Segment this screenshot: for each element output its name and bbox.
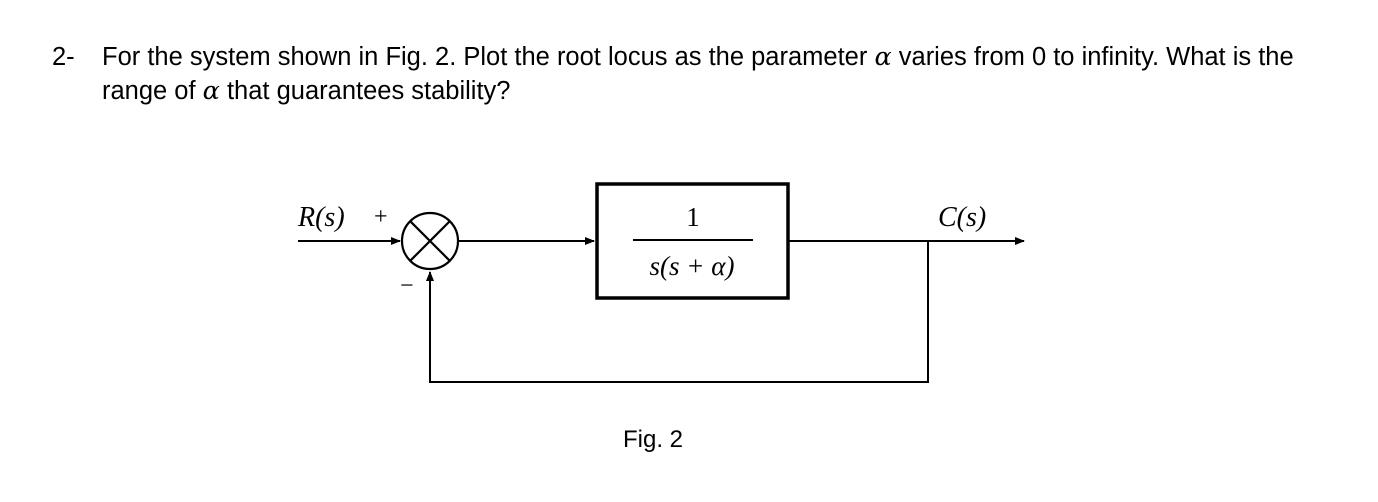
tf-numerator: 1 [686,202,700,232]
figure-caption: Fig. 2 [623,426,684,453]
question-text-part-3: that guarantees stability? [219,77,511,105]
question-text: For the system shown in Fig. 2. Plot the… [102,40,1352,108]
input-label: R(s) [297,202,345,233]
minus-sign: − [400,273,414,299]
output-label: C(s) [938,202,986,233]
feedback-path [426,241,929,383]
question-text-part-2: varies from 0 to infinity. What is the r… [102,43,1294,105]
summing-junction [400,211,460,271]
alpha-symbol: α [202,76,220,106]
question: 2- For the system shown in Fig. 2. Plot … [52,40,1352,108]
alpha-symbol: α [874,42,892,72]
question-number: 2- [52,43,75,71]
tf-denominator: s(s + α) [650,251,735,281]
question-text-part-1: For the system shown in Fig. 2. Plot the… [102,43,875,71]
plus-sign: + [374,204,388,230]
